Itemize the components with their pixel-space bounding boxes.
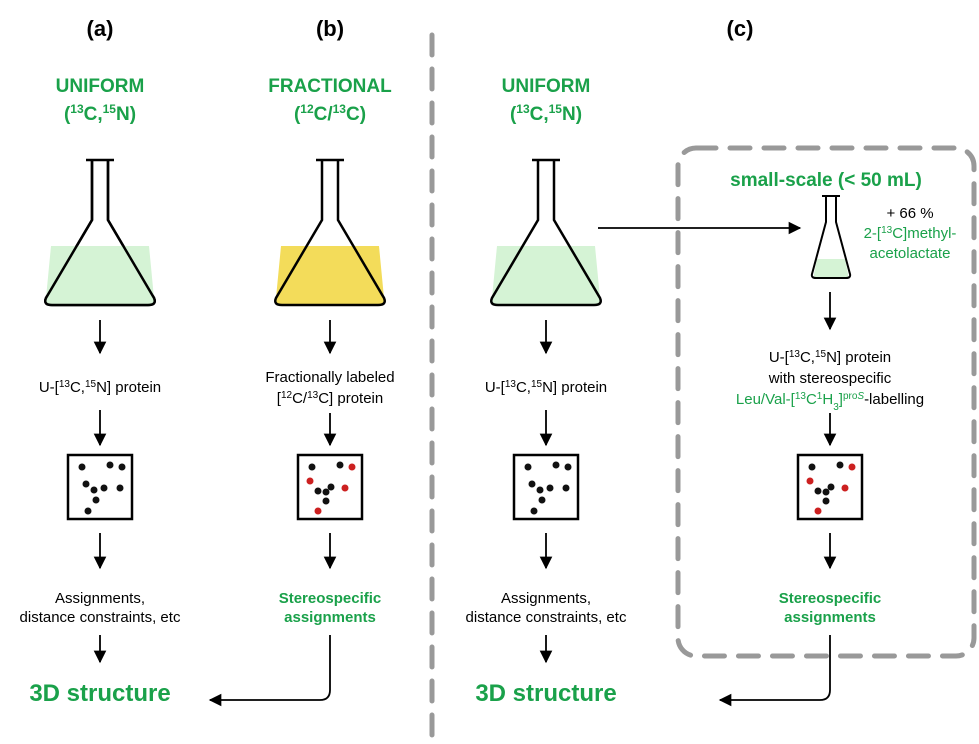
panel-a-3d-structure: 3D structure: [29, 680, 170, 707]
ss-result-line1: Stereospecific: [779, 590, 882, 607]
panel-c-protein-label: U-[13C,15N] protein: [485, 379, 607, 397]
additive-line2: 2-[13C]methyl-: [864, 225, 957, 243]
nmr-spectrum-b-icon: [296, 453, 364, 521]
panel-c-label-line1: UNIFORM: [502, 76, 591, 97]
panel-b-label-line2: (12C/13C): [294, 102, 366, 125]
panel-b-protein-line2: [12C/13C] protein: [277, 390, 383, 408]
panel-b: (b) FRACTIONAL (12C/13C) Fractionally la…: [208, 16, 395, 707]
panel-b-protein-line1: Fractionally labeled: [265, 369, 394, 386]
ss-protein-line2: with stereospecific: [768, 370, 892, 387]
flask-uniform-a-icon: [44, 158, 156, 307]
additive-line1: + 66 %: [886, 205, 933, 222]
panel-b-header: (b): [316, 16, 344, 41]
flask-fractional-icon: [274, 158, 386, 307]
panel-b-label-line1: FRACTIONAL: [268, 76, 392, 97]
panel-b-result-line2: assignments: [284, 609, 376, 626]
arrow-to-3d-structure: [208, 635, 331, 707]
small-scale-box: [675, 145, 977, 659]
additive-line3: acetolactate: [870, 245, 951, 262]
ss-protein-line1: U-[13C,15N] protein: [769, 349, 891, 367]
ss-result-line2: assignments: [784, 609, 876, 626]
nmr-spectrum-small-scale-icon: [796, 453, 864, 521]
panel-b-result-line1: Stereospecific: [279, 590, 382, 607]
panel-c: (c) UNIFORM (13C,15N) U-[13C,15N] protei…: [466, 16, 957, 707]
panel-a-header: (a): [87, 16, 114, 41]
panel-c-3d-structure: 3D structure: [475, 680, 616, 707]
small-scale-title: small-scale (< 50 mL): [730, 170, 922, 191]
panel-a-protein-label: U-[13C,15N] protein: [39, 379, 161, 397]
panel-a-result-line2: distance constraints, etc: [20, 609, 181, 626]
ss-label-line: Leu/Val-[13C1H3]proS-labelling: [736, 391, 924, 413]
panel-a-result-line1: Assignments,: [55, 590, 145, 607]
panel-a-label-line1: UNIFORM: [56, 76, 145, 97]
arrow-to-3d-structure-c: [718, 635, 831, 707]
panel-a: (a) UNIFORM (13C,15N) U-[13C,15N] protei…: [20, 16, 181, 707]
panel-c-header: (c): [727, 16, 754, 41]
panel-c-result-line1: Assignments,: [501, 590, 591, 607]
nmr-spectrum-a-icon: [66, 453, 134, 521]
nmr-spectrum-c-icon: [512, 453, 580, 521]
panel-a-label-line2: (13C,15N): [64, 102, 136, 125]
small-flask-icon: [810, 195, 852, 279]
panel-c-label-line2: (13C,15N): [510, 102, 582, 125]
panel-c-result-line2: distance constraints, etc: [466, 609, 627, 626]
flask-uniform-c-icon: [490, 158, 602, 307]
